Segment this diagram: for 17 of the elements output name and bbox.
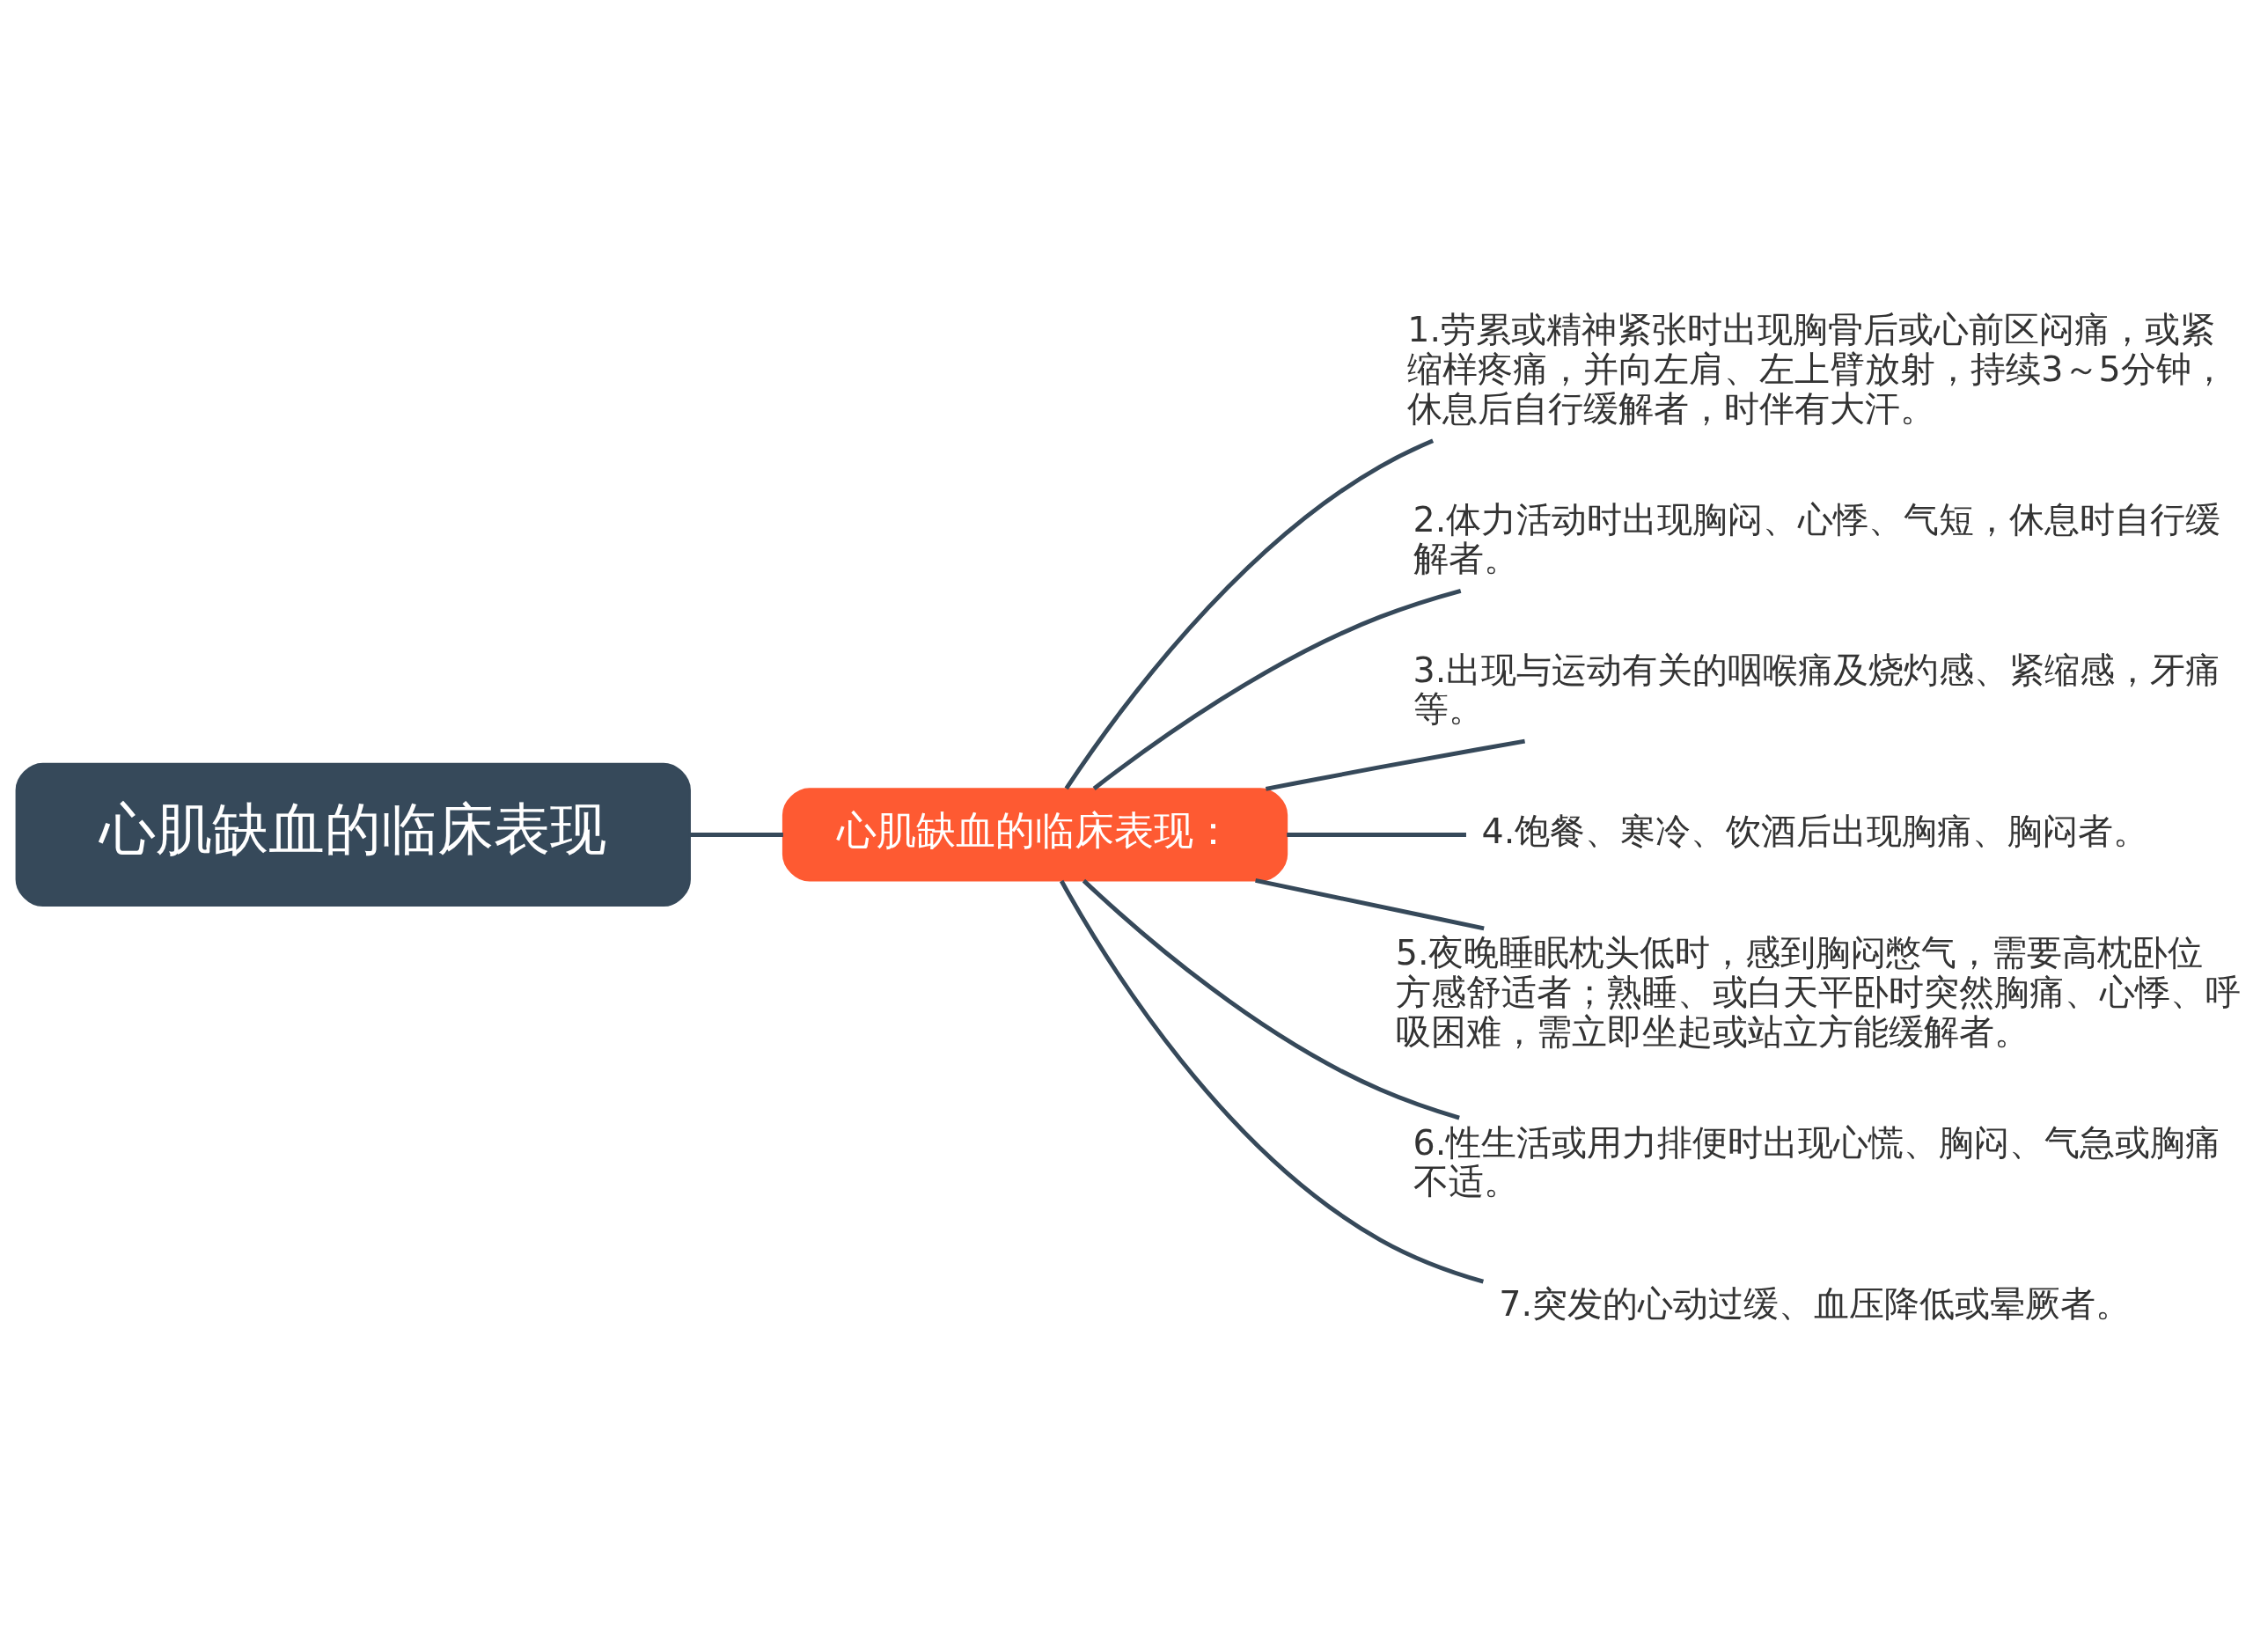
connector [1082, 878, 1460, 1120]
node-text: 7.突发的心动过缓、血压降低或晕厥者。 [1499, 1282, 2132, 1324]
connector [1064, 438, 1435, 790]
node-text: 5.夜晚睡眠枕头低时，感到胸闷憋气，需要高枕卧位方感舒适者；熟睡、或白天平卧时突然胸痛、心悸、呼吸困难，需立即坐起或站立方能缓解者。 [1395, 932, 2241, 1052]
connector [1287, 832, 1466, 837]
node-text: 3.出现与运动有关的咽喉痛及烧灼感、紧缩感，牙痛等。 [1413, 649, 2221, 730]
node-box: 心肌缺血的临床表现： [782, 788, 1288, 882]
connector [690, 832, 783, 837]
connector [1255, 878, 1485, 931]
node-text: 6.性生活或用力排便时出现心慌、胸闷、气急或胸痛不适。 [1413, 1121, 2221, 1202]
node-text: 4.饱餐、寒冷、饮酒后出现胸痛、胸闷者。 [1481, 810, 2149, 851]
node-box: 心肌缺血的临床表现 [15, 762, 691, 907]
node-text: 2.体力活动时出现胸闷、心悸、气短，休息时自行缓解者。 [1413, 498, 2221, 579]
node-text: 1.劳累或精神紧张时出现胸骨后或心前区闷痛，或紧缩样疼痛，并向左肩、左上臂放射，持续3～5分钟，休息后自行缓解者，时伴有大汗。 [1407, 309, 2227, 429]
connector [1265, 738, 1525, 791]
connector [1060, 879, 1485, 1284]
connector [1092, 588, 1462, 790]
